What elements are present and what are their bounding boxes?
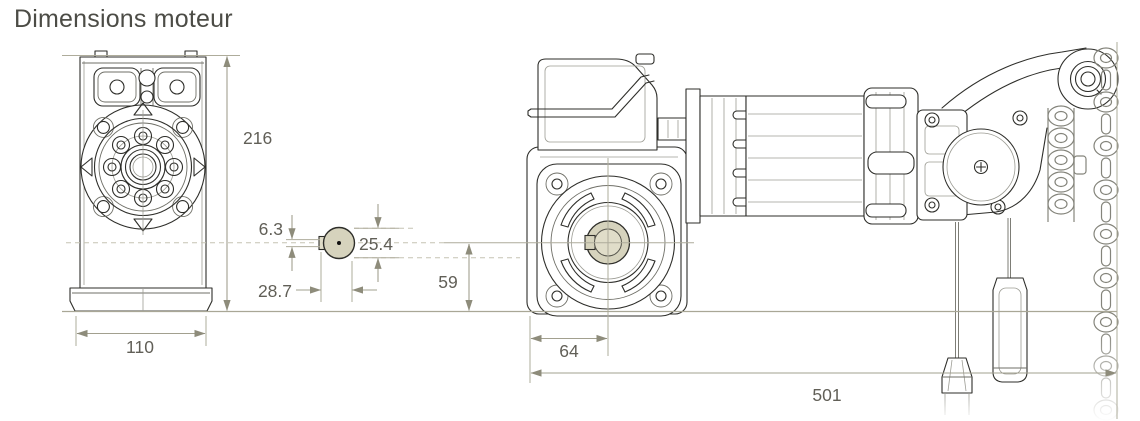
dim-shaft-length-label: 28.7 xyxy=(258,281,292,301)
motor-front-view xyxy=(69,50,213,312)
dim-front-height: 216 xyxy=(62,55,272,311)
dim-shaft-key-width-label: 6.3 xyxy=(259,219,283,239)
chain-pull-small xyxy=(941,222,973,415)
chain-pull-large xyxy=(992,218,1028,383)
page-title: Dimensions moteur xyxy=(14,5,233,33)
gearbox-flange xyxy=(536,163,682,317)
junction-box xyxy=(527,53,687,151)
dimension-annotations: 216 110 6.3 25.4 xyxy=(62,42,1118,419)
dim-front-width-label: 110 xyxy=(126,337,154,357)
dim-front-height-label: 216 xyxy=(243,128,272,148)
dim-shaft-diameter: 25.4 xyxy=(354,204,399,282)
dim-overall-length: 501 xyxy=(530,42,1118,419)
top-lug-left xyxy=(94,50,108,58)
motor-base xyxy=(69,287,213,312)
top-lug-right xyxy=(184,50,198,58)
top-pulley xyxy=(1057,48,1119,110)
terminal-covers xyxy=(93,67,201,107)
pull-fadeout xyxy=(938,396,978,421)
corner-bolts xyxy=(92,116,194,218)
shaft-center-point xyxy=(337,241,341,245)
chain-hoist xyxy=(916,47,1126,421)
cable-gland xyxy=(657,117,687,141)
dim-shaft-diameter-label: 25.4 xyxy=(359,234,393,254)
dim-axis-height-label: 59 xyxy=(438,272,457,292)
dim-axis-offset-label: 64 xyxy=(559,341,579,361)
dim-shaft-key-width: 6.3 xyxy=(259,215,320,271)
flange-ring-segments xyxy=(560,192,656,293)
sprocket-chain xyxy=(1047,105,1087,222)
dim-axis-height: 59 xyxy=(438,242,694,311)
dim-front-width: 110 xyxy=(75,316,207,357)
dim-shaft-length: 28.7 xyxy=(258,252,377,302)
motor-cylinder xyxy=(685,87,919,225)
chain-fadeout xyxy=(1088,330,1126,421)
motor-side-view xyxy=(526,47,1126,421)
front-flange xyxy=(80,102,206,235)
dim-axis-offset: 64 xyxy=(529,316,608,383)
dim-overall-length-label: 501 xyxy=(812,385,841,405)
